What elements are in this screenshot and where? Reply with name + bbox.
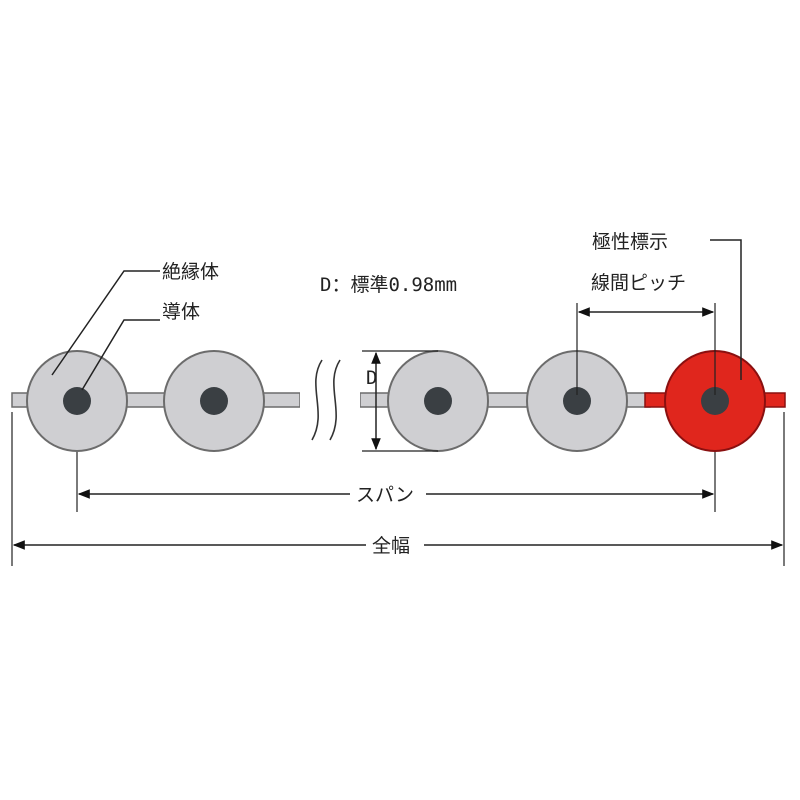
break-mark xyxy=(300,359,360,441)
conductor-circle xyxy=(563,387,591,415)
conductor-leader-line xyxy=(81,319,160,391)
span-label: スパン xyxy=(356,484,414,506)
diameter-symbol-label: D xyxy=(366,367,377,389)
conductor-circle xyxy=(200,387,228,415)
insulator-leader-line xyxy=(51,270,160,376)
pitch-label: 線間ピッチ xyxy=(591,272,686,294)
conductor-circle xyxy=(424,387,452,415)
wire-4 xyxy=(526,350,628,452)
conductor-label: 導体 xyxy=(162,301,200,323)
wire-5-polarity xyxy=(664,350,766,452)
wire-3 xyxy=(387,350,489,452)
conductor-circle xyxy=(701,387,729,415)
wire-1 xyxy=(26,350,128,452)
polarity-leader-line xyxy=(710,239,742,380)
conductor-circle xyxy=(63,387,91,415)
wire-2 xyxy=(163,350,265,452)
polarity-mark-label: 極性標示 xyxy=(592,231,668,253)
insulator-label: 絶縁体 xyxy=(162,261,219,283)
diameter-spec-label: D：標準0.98mm xyxy=(320,274,457,296)
total-width-label: 全幅 xyxy=(372,535,410,557)
